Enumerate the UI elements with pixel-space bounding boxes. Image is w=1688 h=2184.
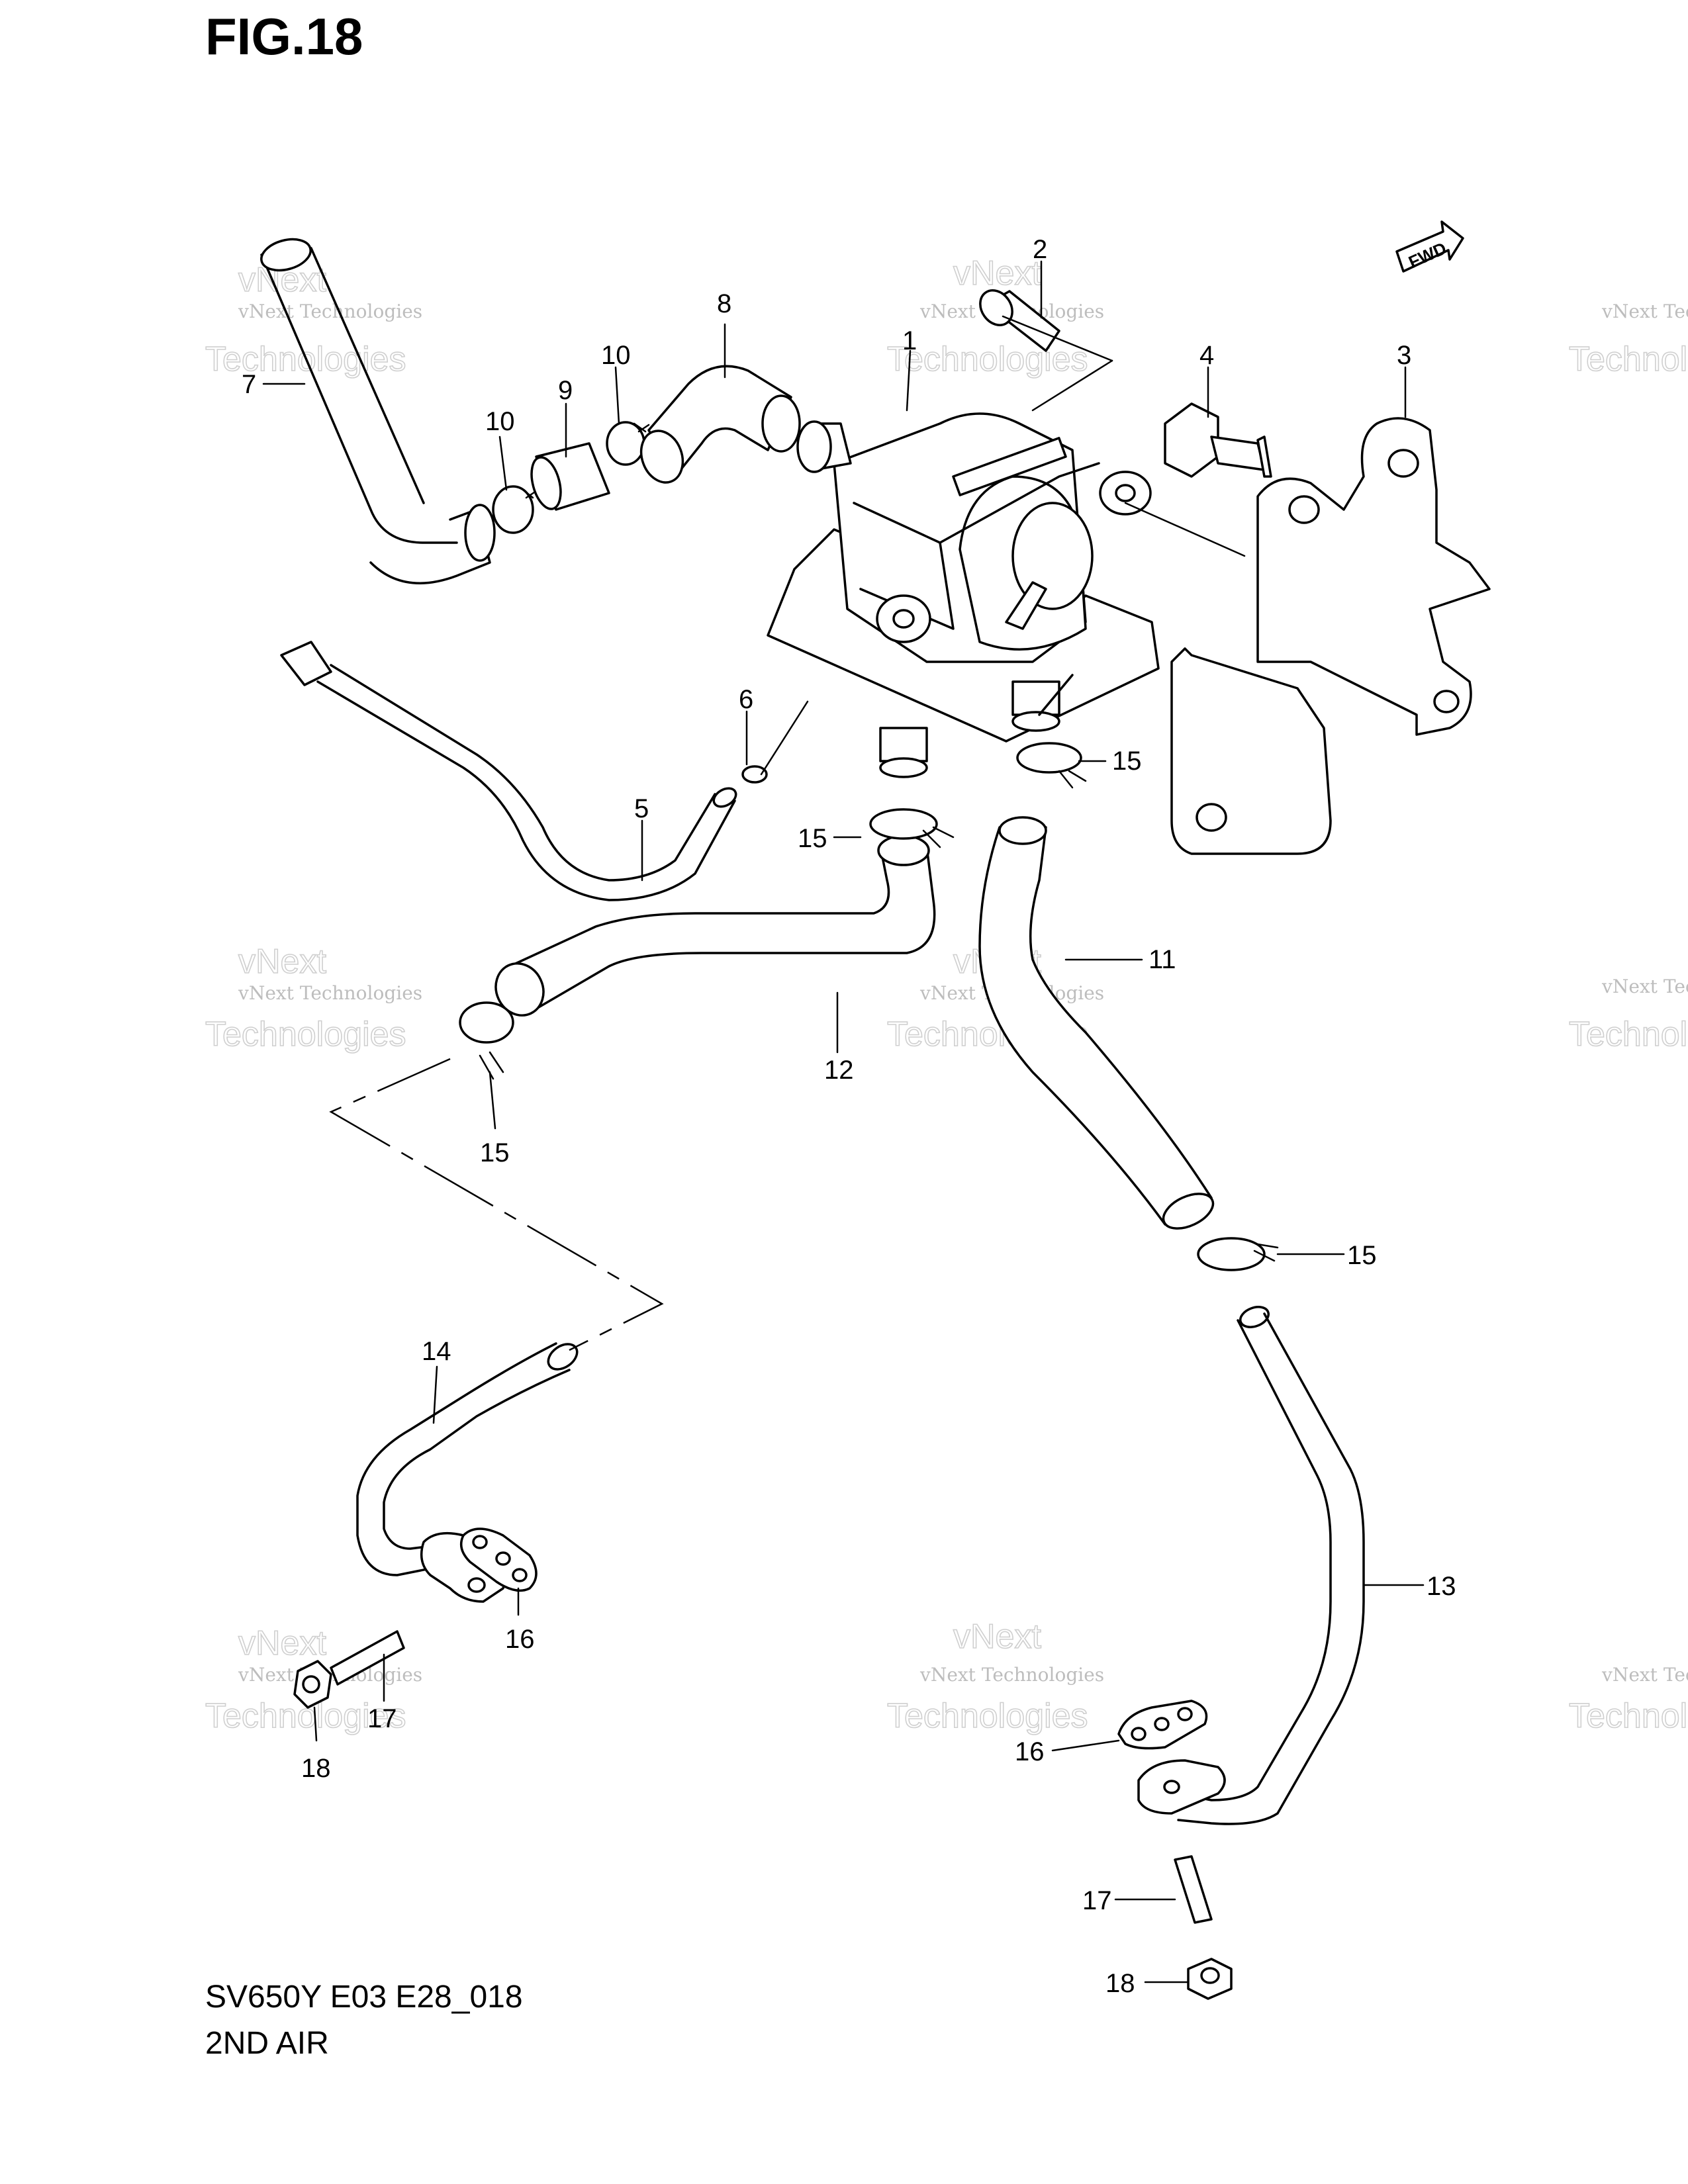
callout-labels: 1 2 3 4 5 6 7 8 9 10 10 11 12 13 14 15 1… [242, 235, 1456, 1998]
svg-text:vNext Technologies: vNext Technologies [1601, 1664, 1688, 1686]
callout-16-left: 16 [505, 1625, 535, 1654]
figure-title: FIG.18 [205, 7, 363, 66]
callout-15-c: 15 [480, 1138, 510, 1167]
part-17-stud-left [330, 1630, 405, 1686]
assembly-name: 2ND AIR [205, 2026, 329, 2061]
callout-3: 3 [1397, 341, 1411, 370]
svg-text:Technologies: Technologies [1569, 1015, 1688, 1054]
callout-10-left: 10 [485, 407, 515, 436]
svg-text:vNext: vNext [238, 942, 326, 981]
part-8-elbow-hose [639, 365, 801, 484]
reference-line [329, 1058, 664, 1351]
svg-text:vNext Technologies: vNext Technologies [1601, 976, 1688, 997]
model-code: SV650Y E03 E28_018 [205, 1979, 523, 2015]
svg-text:Technologies: Technologies [887, 1697, 1088, 1735]
svg-text:Technologies: Technologies [887, 340, 1088, 379]
part-3-bracket [1124, 417, 1491, 855]
part-18-nut-right [1187, 1958, 1233, 2000]
callout-18-left: 18 [301, 1754, 331, 1783]
callout-9: 9 [558, 376, 573, 405]
callout-6: 6 [739, 685, 753, 714]
fwd-arrow-icon: FWD [1395, 220, 1464, 273]
part-10-clamp-left [492, 485, 538, 534]
part-15-clamp [459, 742, 1279, 1271]
callout-10-right: 10 [601, 341, 631, 370]
part-16-gasket-right [1117, 1700, 1208, 1750]
svg-text:vNext Technologies: vNext Technologies [1601, 300, 1688, 322]
callout-13: 13 [1427, 1572, 1456, 1601]
callout-17-left: 17 [367, 1704, 397, 1733]
part-12-hose [494, 835, 936, 1017]
callout-1: 1 [902, 326, 917, 355]
callout-16-right: 16 [1015, 1737, 1045, 1766]
part-16-gasket-left [459, 1527, 538, 1592]
callout-11: 11 [1149, 945, 1176, 974]
svg-text:vNext: vNext [238, 1624, 326, 1662]
part-13-pipe [1137, 1306, 1365, 1825]
callout-2: 2 [1033, 235, 1047, 264]
part-11-hose [978, 816, 1215, 1230]
callout-17-right: 17 [1082, 1886, 1112, 1915]
part-6-clip [741, 700, 809, 784]
svg-text:Technologies: Technologies [1569, 340, 1688, 379]
part-7-hose [260, 238, 496, 584]
callout-8: 8 [717, 289, 731, 318]
part-5-hose [280, 641, 737, 901]
svg-text:vNext: vNext [953, 1617, 1041, 1656]
part-2-screw [979, 289, 1113, 412]
part-17-stud-right [1174, 1855, 1213, 1924]
callout-12: 12 [824, 1056, 854, 1085]
part-9-pipe [530, 442, 610, 511]
callout-7: 7 [242, 370, 256, 399]
callout-14: 14 [422, 1337, 451, 1366]
svg-text:vNext Technologies: vNext Technologies [238, 300, 422, 322]
svg-text:vNext Technologies: vNext Technologies [919, 1664, 1104, 1686]
svg-text:vNext Technologies: vNext Technologies [238, 982, 422, 1004]
callout-15-a: 15 [1112, 747, 1142, 776]
callout-15-b: 15 [798, 824, 827, 853]
svg-text:vNext: vNext [953, 254, 1041, 293]
svg-text:Technologies: Technologies [1569, 1697, 1688, 1735]
part-4-bolt [1164, 402, 1272, 478]
callout-18-right: 18 [1105, 1969, 1135, 1998]
part-1-valve-assembly [767, 412, 1160, 778]
part-18-nut-left [293, 1660, 332, 1709]
callout-5: 5 [634, 794, 649, 823]
callout-4: 4 [1199, 341, 1214, 370]
callout-15-d: 15 [1347, 1241, 1377, 1270]
leader-lines [262, 260, 1425, 1983]
svg-text:Technologies: Technologies [205, 1015, 406, 1054]
